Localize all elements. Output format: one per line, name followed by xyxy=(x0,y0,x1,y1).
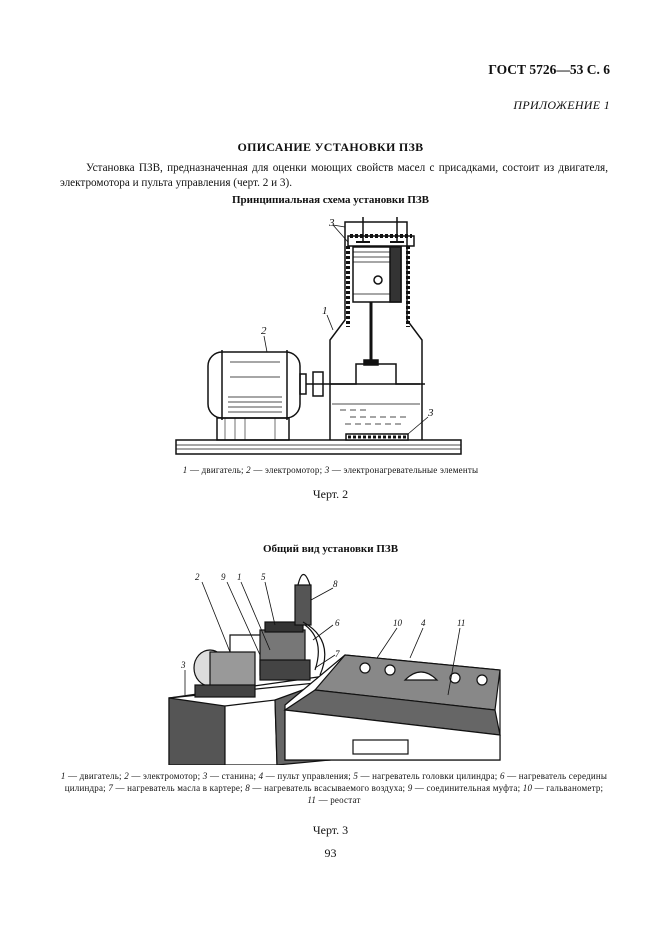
fig3-legend-text: — нагреватель головки цилиндра; xyxy=(360,771,498,781)
section-title: ОПИСАНИЕ УСТАНОВКИ ПЗВ xyxy=(237,140,424,154)
fig3-label-10: 10 xyxy=(393,618,403,628)
figure2-title: Принципиальная схема установки ПЗВ xyxy=(231,194,430,206)
fig2-legend-text: — электронагревательные элементы xyxy=(331,465,479,475)
fig3-legend-num: 6 xyxy=(499,771,505,781)
fig2-legend-text: — двигатель; xyxy=(189,465,244,475)
fig3-legend-text: — нагреватель всасываемого воздуха; xyxy=(252,783,406,793)
fig3-label-8: 8 xyxy=(333,579,338,589)
fig3-legend-num: 8 xyxy=(245,783,250,793)
page-number: 93 xyxy=(324,846,337,860)
fig3-legend-text: — двигатель; xyxy=(67,771,122,781)
figure3-caption: Черт. 3 xyxy=(312,823,349,837)
figure2-legend: 1 — двигатель; 2 — электромотор; 3 — эле… xyxy=(0,465,661,475)
fig3-legend-num: 1 xyxy=(60,771,66,781)
fig3-legend-text: — пульт управления; xyxy=(265,771,351,781)
fig2-label-2: 2 xyxy=(261,325,267,337)
fig3-legend-num: 10 xyxy=(522,783,533,793)
fig3-legend-text: — станина; xyxy=(209,771,257,781)
fig3-legend-text: — нагреватель середины цилиндра; xyxy=(64,771,608,793)
fig3-legend-text: — соединительная муфта; xyxy=(414,783,521,793)
fig3-label-6: 6 xyxy=(335,618,340,628)
fig2-label-1: 1 xyxy=(322,305,328,317)
fig3-legend-text: — нагреватель масла в картере; xyxy=(115,783,243,793)
fig3-label-1: 1 xyxy=(237,572,242,582)
fig3-label-7: 7 xyxy=(335,649,340,659)
fig3-label-2: 2 xyxy=(195,572,200,582)
fig3-legend-text: — гальванометр; xyxy=(534,783,604,793)
standard-header: ГОСТ 5726—53 С. 6 xyxy=(488,62,610,77)
fig2-legend-num: 1 xyxy=(182,465,188,475)
fig3-label-3: 3 xyxy=(180,660,186,670)
figure2-schematic: 1 2 3 3 xyxy=(175,217,462,455)
figure3-legend: 1 — двигатель; 2 — электромотор; 3 — ста… xyxy=(60,770,608,806)
fig2-legend-num: 3 xyxy=(324,465,330,475)
fig2-legend-num: 2 xyxy=(246,465,251,475)
fig3-legend-num: 9 xyxy=(407,783,413,793)
fig3-label-4: 4 xyxy=(421,618,426,628)
figure2-caption: Черт. 2 xyxy=(312,487,349,501)
section-paragraph: Установка ПЗВ, предназначенная для оценк… xyxy=(60,162,608,189)
fig3-label-9: 9 xyxy=(221,572,226,582)
fig3-label-5: 5 xyxy=(261,572,266,582)
fig3-legend-num: 11 xyxy=(307,795,317,805)
appendix-label: ПРИЛОЖЕНИЕ 1 xyxy=(513,98,610,112)
fig3-legend-num: 7 xyxy=(108,783,114,793)
figure3-illustration: 2 9 1 5 8 6 7 3 10 4 11 xyxy=(168,572,501,765)
fig3-legend-num: 4 xyxy=(258,771,264,781)
fig2-legend-text: — электромотор; xyxy=(253,465,323,475)
fig2-label-3-top: 3 xyxy=(328,217,335,229)
figure3-title: Общий вид установки ПЗВ xyxy=(262,543,399,555)
fig3-legend-num: 2 xyxy=(124,771,129,781)
fig3-label-11: 11 xyxy=(457,618,465,628)
fig3-legend-num: 3 xyxy=(202,771,208,781)
fig3-legend-num: 5 xyxy=(353,771,359,781)
fig3-legend-text: — электромотор; xyxy=(131,771,201,781)
fig2-label-3-bottom: 3 xyxy=(427,407,434,419)
fig3-legend-text: — реостат xyxy=(318,795,361,805)
